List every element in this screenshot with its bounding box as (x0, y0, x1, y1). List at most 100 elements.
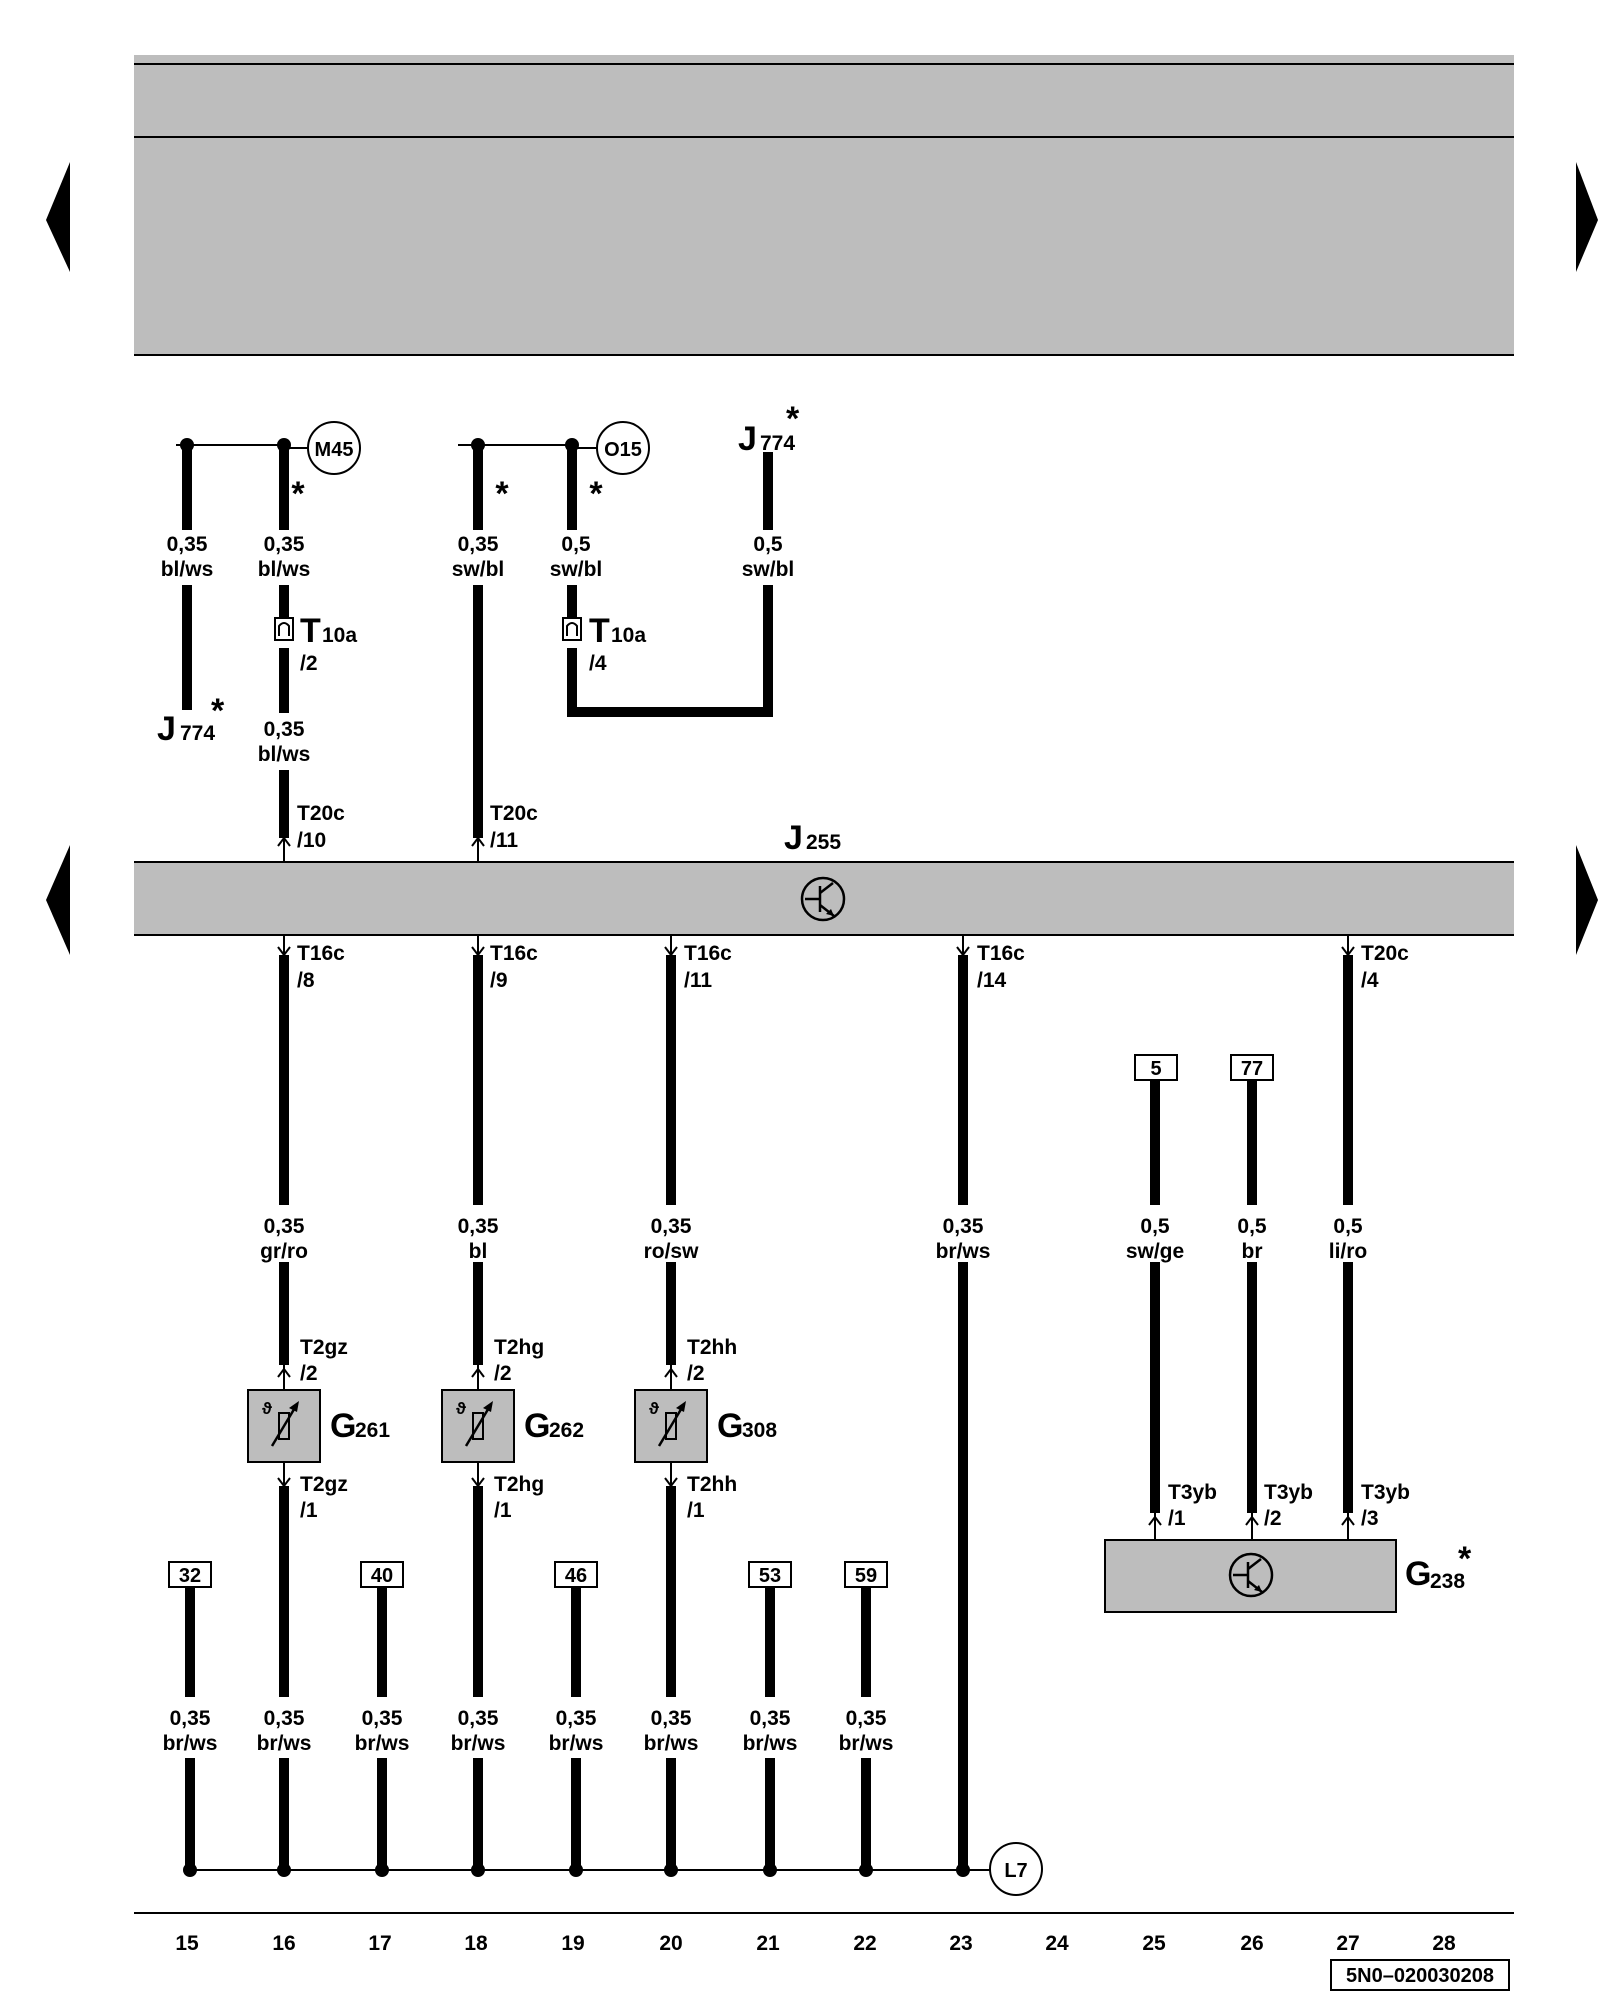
svg-text:/4: /4 (589, 652, 607, 675)
svg-text:/2: /2 (300, 652, 318, 675)
svg-text:/2: /2 (494, 1362, 512, 1385)
svg-text:T2gz: T2gz (300, 1473, 348, 1496)
temperature-sensor-icon: ϑ (456, 1399, 493, 1447)
sensor-g261: ϑ G 261 (247, 1389, 390, 1463)
svg-text:br: br (1242, 1240, 1263, 1263)
svg-text:/10: /10 (297, 829, 326, 852)
svg-text:*: * (211, 692, 225, 730)
prev-page-arrow[interactable] (46, 162, 70, 272)
svg-text:T: T (300, 612, 321, 650)
column-number: 26 (1240, 1932, 1263, 1955)
sensor-symbol-icon (1228, 1552, 1274, 1598)
wire-label: 0,35 bl/ws (258, 533, 311, 581)
svg-text:/1: /1 (494, 1499, 512, 1522)
svg-text:G: G (524, 1407, 550, 1445)
svg-text:/2: /2 (687, 1362, 705, 1385)
svg-text:bl/ws: bl/ws (161, 558, 214, 581)
svg-text:0,35: 0,35 (167, 533, 208, 556)
svg-text:/8: /8 (297, 969, 315, 992)
connector-t2hh-1: T2hh /1 (664, 1462, 737, 1522)
svg-text:262: 262 (549, 1419, 584, 1442)
wire-label: 0,5 sw/ge (1126, 1215, 1184, 1263)
svg-text:0,5: 0,5 (561, 533, 591, 556)
svg-text:238: 238 (1430, 1570, 1465, 1593)
svg-text:0,5: 0,5 (753, 533, 783, 556)
svg-text:br/ws: br/ws (451, 1732, 506, 1755)
next-section-arrow[interactable] (1576, 845, 1598, 955)
svg-text:/1: /1 (687, 1499, 705, 1522)
column-number: 18 (464, 1932, 488, 1955)
svg-text:308: 308 (742, 1419, 777, 1442)
reference-box: 32 (168, 1561, 212, 1588)
svg-text:br/ws: br/ws (355, 1732, 410, 1755)
wire-label: 0,35 br/ws (549, 1707, 604, 1755)
svg-text:10a: 10a (611, 624, 646, 647)
prev-section-arrow[interactable] (46, 845, 70, 955)
svg-text:ϑ: ϑ (262, 1399, 272, 1418)
sensor-g238: G 238 * (1104, 1539, 1472, 1613)
wire-label: 0,35 bl/ws (258, 718, 311, 766)
svg-text:0,35: 0,35 (943, 1215, 984, 1238)
svg-text:br/ws: br/ws (743, 1732, 798, 1755)
svg-text:0,35: 0,35 (170, 1707, 211, 1730)
reference-box: 59 (844, 1561, 888, 1588)
wire-label: 0,35 gr/ro (260, 1215, 308, 1263)
column-number: 20 (659, 1932, 682, 1955)
svg-text:T2gz: T2gz (300, 1336, 348, 1359)
connector-t10a-2: T 10a /2 (274, 612, 357, 675)
wire-label: 0,35 br/ws (644, 1707, 699, 1755)
svg-text:ϑ: ϑ (456, 1399, 466, 1418)
asterisk: * (589, 475, 603, 513)
svg-text:5N0–020030208: 5N0–020030208 (1346, 1965, 1494, 1987)
wire-label: 0,5 li/ro (1329, 1215, 1368, 1263)
svg-text:/11: /11 (684, 969, 712, 992)
connector-t20c-10: T20c /10 (277, 802, 345, 862)
connector-t2hg-2: T2hg /2 (471, 1336, 544, 1390)
wire-label: 0,35 br/ws (257, 1707, 312, 1755)
svg-text:53: 53 (759, 1565, 781, 1587)
reference-box: 46 (554, 1561, 598, 1588)
svg-text:/3: /3 (1361, 1507, 1379, 1530)
svg-text:sw/bl: sw/bl (742, 558, 795, 581)
svg-text:0,35: 0,35 (264, 1707, 305, 1730)
svg-text:0,5: 0,5 (1140, 1215, 1170, 1238)
wire-label: 0,5 sw/bl (742, 533, 795, 581)
svg-text:59: 59 (855, 1565, 877, 1587)
connector-t2hh-2: T2hh /2 (664, 1336, 737, 1390)
svg-text:0,5: 0,5 (1333, 1215, 1363, 1238)
svg-text:G: G (330, 1407, 356, 1445)
svg-text:0,35: 0,35 (651, 1707, 692, 1730)
column-number: 28 (1432, 1932, 1456, 1955)
svg-text:sw/bl: sw/bl (452, 558, 505, 581)
svg-text:bl/ws: bl/ws (258, 743, 311, 766)
wire-label: 0,35 br/ws (743, 1707, 798, 1755)
svg-text:gr/ro: gr/ro (260, 1240, 308, 1263)
svg-text:sw/ge: sw/ge (1126, 1240, 1184, 1263)
svg-text:0,35: 0,35 (458, 1215, 499, 1238)
next-page-arrow[interactable] (1576, 162, 1598, 272)
svg-text:255: 255 (806, 831, 841, 854)
svg-text:/1: /1 (1168, 1507, 1186, 1530)
svg-text:T: T (589, 612, 610, 650)
svg-text:10a: 10a (322, 624, 357, 647)
svg-text:77: 77 (1241, 1058, 1263, 1080)
control-unit-symbol-icon (800, 876, 846, 922)
svg-text:0,5: 0,5 (1237, 1215, 1267, 1238)
svg-text:0,35: 0,35 (264, 1215, 305, 1238)
svg-text:G: G (717, 1407, 743, 1445)
svg-text:T3yb: T3yb (1361, 1481, 1410, 1504)
svg-text:/14: /14 (977, 969, 1007, 992)
connector-t20c-4: T20c /4 (1341, 935, 1409, 992)
svg-text:T20c: T20c (297, 802, 345, 825)
wire-label: 0,35 br/ws (839, 1707, 894, 1755)
column-numbers: 15 16 17 18 19 20 21 22 23 24 25 26 27 2… (175, 1932, 1456, 1955)
svg-text:0,35: 0,35 (264, 533, 305, 556)
svg-text:T2hg: T2hg (494, 1336, 544, 1359)
svg-text:J: J (157, 710, 176, 748)
svg-text:J: J (784, 819, 803, 857)
svg-text:T2hh: T2hh (687, 1473, 737, 1496)
column-number: 17 (368, 1932, 391, 1955)
svg-text:L7: L7 (1004, 1860, 1027, 1882)
connector-t3yb-2: T3yb /2 (1245, 1481, 1313, 1540)
